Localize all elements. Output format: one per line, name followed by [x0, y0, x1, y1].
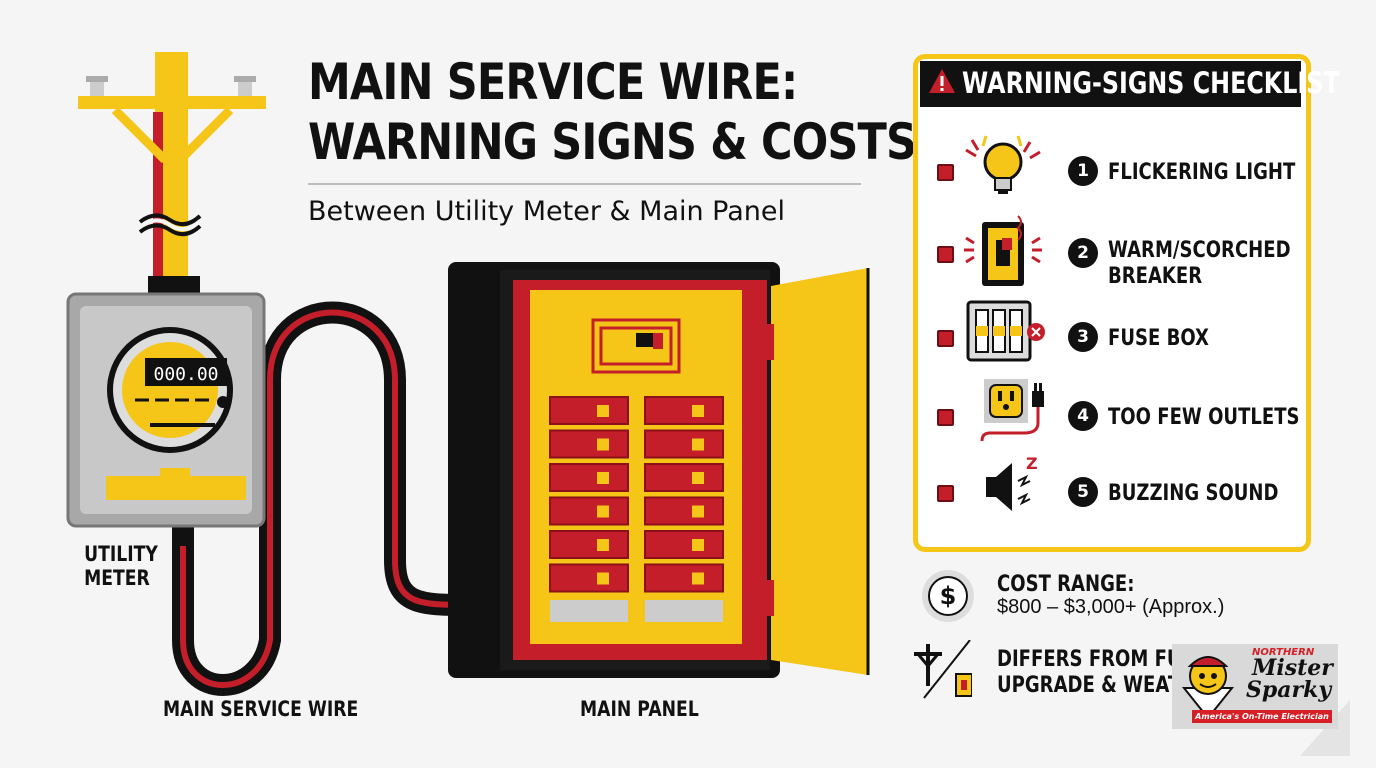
- meter-reading: 000.00: [153, 364, 218, 385]
- svg-text:Z: Z: [1026, 454, 1038, 473]
- mister-sparky-logo: NORTHERN Mister Sparky America's On-Time…: [1172, 644, 1338, 729]
- mascot-icon: [1181, 656, 1235, 720]
- logo-name-line1: Mister: [1252, 655, 1333, 681]
- title-divider: [308, 183, 861, 185]
- item-number: 4: [1068, 401, 1098, 431]
- logo-name: Mister Sparky: [1236, 657, 1333, 701]
- checklist-item: 1 FLICKERING LIGHT: [912, 135, 1295, 202]
- checkbox[interactable]: [937, 246, 954, 263]
- breaker-switch: [549, 429, 629, 459]
- checklist-item: Z 5 BUZZING SOUND: [912, 454, 1292, 523]
- breaker-switch: [549, 563, 629, 593]
- checkbox[interactable]: [937, 409, 954, 426]
- breaker-switch: [644, 396, 724, 425]
- cost-range-value: $800 – $3,000+ (Approx.): [997, 596, 1225, 618]
- breaker-switch: [549, 463, 629, 492]
- utility-meter-label-line1: UTILITY: [84, 542, 158, 566]
- pole-panel-icon: [914, 640, 972, 699]
- checkbox[interactable]: [937, 485, 954, 502]
- breaker-switch: [644, 463, 724, 492]
- breaker-switch: [644, 496, 724, 526]
- breaker-switch: [549, 396, 629, 425]
- utility-meter-label-line2: METER: [84, 566, 150, 590]
- main-service-wire-label: MAIN SERVICE WIRE: [163, 697, 359, 721]
- outlet-plug-icon: [958, 377, 1048, 452]
- item-label: FUSE BOX: [1108, 326, 1209, 352]
- item-number: 1: [1068, 156, 1098, 186]
- scorched-breaker-icon: [958, 214, 1048, 291]
- checklist-item: 3 FUSE BOX: [912, 300, 1292, 368]
- item-label-line2: BREAKER: [1108, 264, 1203, 289]
- logo-name-line2: Sparky: [1246, 677, 1332, 703]
- item-label-line1: FLICKERING LIGHT: [1108, 160, 1296, 185]
- dollar-coin-icon: $: [922, 570, 974, 622]
- item-label-line1: TOO FEW OUTLETS: [1108, 405, 1300, 430]
- main-panel-icon: [448, 262, 870, 678]
- item-number: 2: [1068, 238, 1098, 268]
- warning-icon: [929, 69, 955, 93]
- speaker-buzz-icon: Z: [958, 453, 1048, 528]
- item-label: BUZZING SOUND: [1108, 481, 1279, 507]
- checkbox[interactable]: [937, 330, 954, 347]
- utility-pole-icon: [78, 52, 266, 284]
- logo-tagline: America's On-Time Electrician: [1192, 710, 1332, 723]
- service-diagram: 000.00: [66, 52, 870, 696]
- dollar-symbol: $: [928, 576, 968, 616]
- title-line1: MAIN SERVICE WIRE:: [308, 53, 798, 111]
- breaker-switch: [644, 429, 724, 459]
- breaker-switch: [644, 530, 724, 559]
- logo-northern: NORTHERN: [1252, 647, 1315, 658]
- utility-meter-label: UTILITY METER: [84, 542, 158, 590]
- item-label: TOO FEW OUTLETS: [1108, 405, 1299, 431]
- item-number: 3: [1068, 322, 1098, 352]
- checklist-header: [920, 61, 1301, 107]
- main-panel-label: MAIN PANEL: [580, 697, 699, 721]
- item-label-line1: BUZZING SOUND: [1108, 481, 1279, 506]
- subtitle: Between Utility Meter & Main Panel: [308, 196, 786, 227]
- item-label-line1: WARM/SCORCHED: [1108, 238, 1291, 263]
- checklist-title: WARNING-SIGNS CHECKLIST: [962, 66, 1340, 100]
- item-number: 5: [1068, 477, 1098, 507]
- checklist-item: 4 TOO FEW OUTLETS: [912, 379, 1299, 447]
- cost-range-title: COST RANGE:: [997, 572, 1135, 597]
- utility-meter-icon: 000.00: [66, 276, 266, 528]
- item-label: FLICKERING LIGHT: [1108, 160, 1295, 186]
- breaker-switch: [549, 496, 629, 526]
- fuse-box-icon: [958, 298, 1048, 369]
- title-line2: WARNING SIGNS & COSTS: [308, 113, 917, 171]
- checkbox[interactable]: [937, 164, 954, 181]
- breaker-switch: [549, 530, 629, 559]
- breaker-switch: [644, 563, 724, 593]
- lightbulb-icon: [958, 132, 1048, 207]
- item-label-line1: FUSE BOX: [1108, 326, 1209, 351]
- page-title: MAIN SERVICE WIRE: WARNING SIGNS & COSTS: [308, 52, 917, 172]
